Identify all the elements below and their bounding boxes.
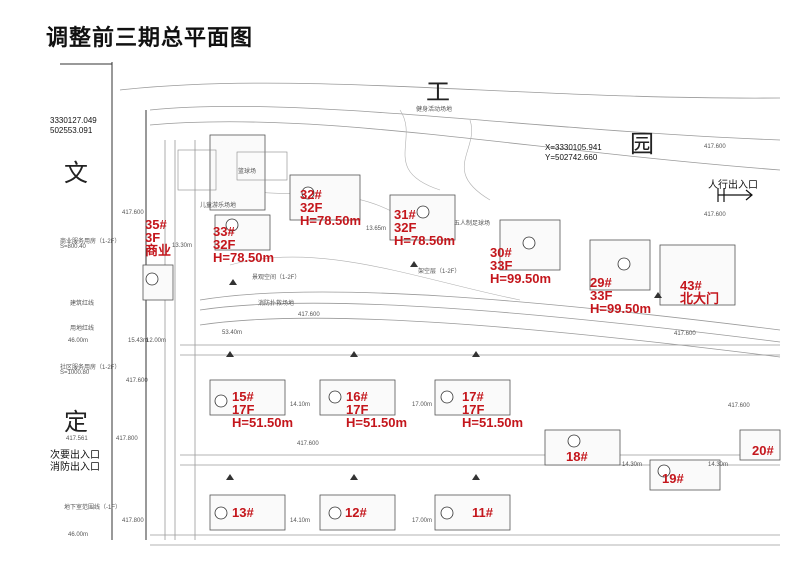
note-landscape: 景观空间（1-2F） bbox=[252, 275, 301, 281]
elevation-label: 417.600 bbox=[674, 331, 696, 337]
building-32-label: 32# 32F H=78.50m bbox=[300, 187, 362, 228]
elevation-label: 417.600 bbox=[704, 144, 726, 150]
dimension-label: 53.40m bbox=[222, 330, 243, 336]
elevation-label: 417.600 bbox=[122, 210, 144, 216]
pedestrian-entrance-label: 人行出入口 bbox=[708, 180, 758, 191]
note-kids-area: 儿童游乐场地 bbox=[200, 203, 237, 209]
dimension-label: 12.00m bbox=[146, 338, 167, 344]
elevation-label: 417.600 bbox=[704, 212, 726, 218]
note-basement: 地下室范围线（-1F） bbox=[64, 505, 122, 511]
elevation-label: 417.800 bbox=[116, 436, 138, 442]
building-33-label: 33# 32F H=78.50m bbox=[213, 224, 275, 265]
building-15-label: 15# 17F H=51.50m bbox=[232, 389, 294, 430]
building-13-label: 13# bbox=[232, 505, 254, 520]
note-football: 五人制足球场 bbox=[454, 221, 491, 227]
building-18-label: 18# bbox=[566, 449, 588, 464]
elevation-label: 417.600 bbox=[126, 378, 148, 384]
building-29-label: 29# 33F H=99.50m bbox=[590, 275, 652, 316]
side-char-gong: 工 bbox=[426, 78, 450, 106]
note-area-2: S=1000.80 bbox=[60, 370, 90, 376]
building-11-label: 11# bbox=[472, 505, 493, 520]
note-basketball: 篮球场 bbox=[238, 169, 257, 175]
secondary-entrance-label: 次要出入口 bbox=[50, 450, 100, 461]
dimension-label: 17.00m bbox=[412, 518, 433, 524]
note-land-line: 用地红线 bbox=[70, 326, 95, 332]
fire-entrance-label: 消防出入口 bbox=[50, 462, 100, 473]
building-30-label: 30# 33F H=99.50m bbox=[490, 245, 552, 286]
note-area-1: S=800.40 bbox=[60, 244, 86, 250]
side-char-yuan: 园 bbox=[630, 130, 654, 158]
dimension-label: 14.30m bbox=[708, 462, 729, 468]
elevation-label: 417.600 bbox=[297, 441, 319, 447]
note-fitness: 健身活动场地 bbox=[416, 107, 453, 113]
dimension-label: 14.10m bbox=[290, 402, 311, 408]
road-lines bbox=[119, 82, 781, 546]
dimension-label: 13.65m bbox=[366, 226, 387, 232]
dimension-label: 13.30m bbox=[172, 243, 193, 249]
elevation-label: 417.800 bbox=[122, 518, 144, 524]
building-19-label: 19# bbox=[662, 471, 684, 486]
page-title: 调整前三期总平面图 bbox=[46, 26, 254, 51]
note-stilt-floor: 架空层（1-2F） bbox=[418, 269, 461, 275]
note-fire-area: 消防扑救场地 bbox=[258, 301, 295, 307]
coord-top-left-y: 502553.091 bbox=[50, 126, 93, 135]
dimension-label: 17.00m bbox=[412, 402, 433, 408]
building-35-label: 35# 3F 商业 bbox=[145, 217, 172, 258]
dimension-label: 14.10m bbox=[290, 518, 311, 524]
note-commercial: 商业服务用房（1-2F） bbox=[60, 239, 121, 245]
building-20-label: 20# bbox=[752, 443, 774, 458]
note-building-line: 建筑红线 bbox=[70, 301, 95, 307]
building-17-label: 17# 17F H=51.50m bbox=[462, 389, 524, 430]
coord-top-left-x: 3330127.049 bbox=[50, 116, 97, 125]
dimension-label: 46.00m bbox=[68, 338, 89, 344]
building-31-label: 31# 32F H=78.50m bbox=[394, 207, 456, 248]
building-16-label: 16# 17F H=51.50m bbox=[346, 389, 408, 430]
dimension-label: 14.30m bbox=[622, 462, 643, 468]
building-43-label: 43# 北大门 bbox=[680, 278, 720, 306]
dimension-label: 15.43m bbox=[128, 338, 149, 344]
side-char-ding: 定 bbox=[64, 408, 88, 436]
entrance-arrow bbox=[717, 188, 753, 202]
coord-center-x: X=3330105.941 bbox=[545, 143, 602, 152]
elevation-label: 417.600 bbox=[728, 403, 750, 409]
building-12-label: 12# bbox=[345, 505, 367, 520]
note-community: 社区服务用房（1-2F） bbox=[60, 365, 121, 371]
dimension-label: 46.00m bbox=[68, 532, 89, 538]
coord-center-y: Y=502742.660 bbox=[545, 153, 598, 162]
side-char-wen: 文 bbox=[64, 159, 88, 187]
elevation-label: 417.561 bbox=[66, 436, 88, 442]
elevation-label: 417.600 bbox=[298, 312, 320, 318]
